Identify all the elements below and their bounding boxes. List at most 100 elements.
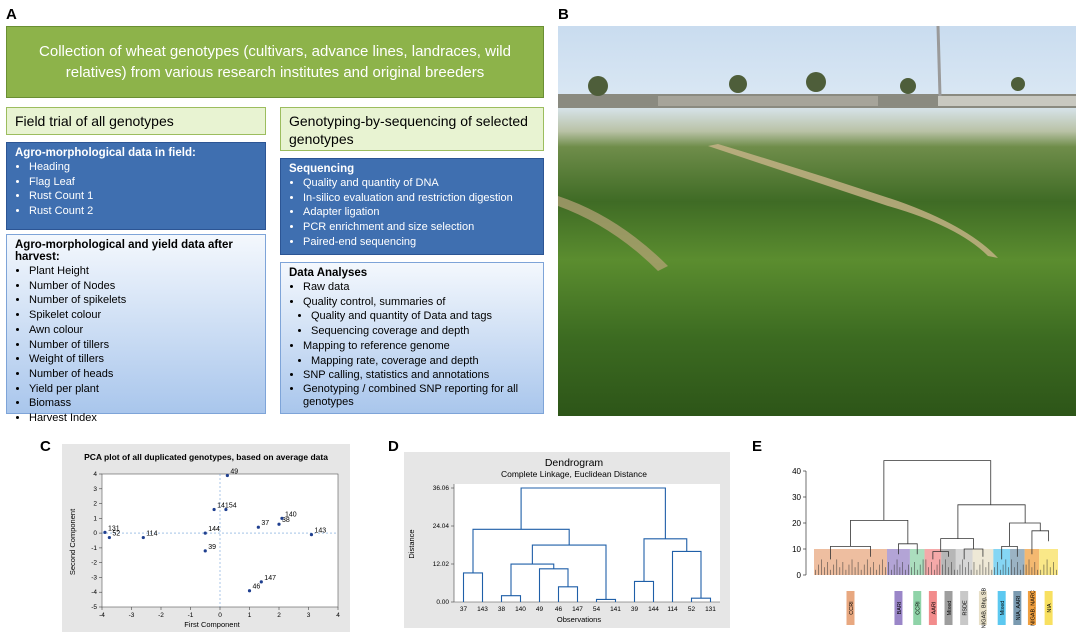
dendrogram-link [1009, 522, 1041, 547]
y-tick-label: 24.04 [433, 523, 450, 530]
list-item: In-silico evaluation and restriction dig… [303, 191, 535, 206]
list-item: Raw data [303, 280, 535, 295]
dendrogram-link [472, 528, 570, 573]
pca-title: PCA plot of all duplicated genotypes, ba… [84, 452, 328, 462]
x-tick-label: -2 [158, 612, 164, 619]
sequencing-header: Sequencing [289, 163, 355, 175]
field-photo-illustration [558, 26, 1076, 271]
list-item: Number of spikelets [29, 293, 257, 308]
group-tag-label: Mixed [947, 601, 953, 616]
pca-point [256, 525, 260, 529]
group-band [814, 549, 887, 575]
pca-point-label: 46 [253, 584, 261, 591]
list-item: Adapter ligation [303, 205, 535, 220]
dendrogram-d-plot-area [454, 484, 720, 602]
group-band [1024, 549, 1040, 575]
group-band [886, 549, 910, 575]
list-item: Rust Count 2 [29, 204, 257, 219]
pca-point [225, 473, 229, 478]
list-item: Rust Count 1 [29, 189, 257, 204]
pca-panel: PCA plot of all duplicated genotypes, ba… [62, 444, 350, 632]
group-tag [1044, 591, 1053, 625]
list-item: Mapping to reference genome [303, 339, 535, 354]
group-band [941, 549, 956, 575]
dendrogram-link [940, 538, 974, 552]
group-tag [1013, 591, 1022, 625]
panel-label-a: A [6, 6, 17, 23]
dendrogram-d-chart: Dendrogram Complete Linkage, Euclidean D… [407, 457, 720, 624]
pca-point [203, 549, 207, 553]
dendrogram-link [520, 487, 666, 539]
group-band [909, 549, 925, 575]
pca-point-label: 147 [264, 575, 276, 582]
x-tick-label: 3 [307, 612, 311, 619]
list-item: PCR enrichment and size selection [303, 220, 535, 235]
group-tag-label: BARI [897, 601, 903, 614]
dendrogram-d-panel: Dendrogram Complete Linkage, Euclidean D… [404, 452, 730, 628]
pca-plot-area [101, 473, 339, 608]
list-item: Number of heads [29, 367, 257, 382]
y-tick-label: 2 [93, 501, 97, 508]
list-item: Yield per plant [29, 382, 257, 397]
y-tick-label: 40 [792, 467, 801, 476]
dendrogram-link [1001, 546, 1018, 560]
pca-point [141, 535, 145, 540]
analyses-header: Data Analyses [289, 267, 368, 279]
x-tick-label: 4 [336, 612, 340, 619]
pca-point-label: 114 [146, 531, 157, 538]
y-tick-label: 4 [93, 471, 97, 478]
y-tick-label: 12.02 [433, 561, 450, 568]
y-tick-label: -5 [91, 604, 97, 611]
field-trial-heading: Field trial of all genotypes [6, 107, 266, 135]
dendrogram-link [595, 598, 617, 602]
list-item: Paired-end sequencing [303, 235, 535, 250]
pca-point [277, 522, 281, 526]
pca-point [247, 589, 252, 593]
pca-point-label: 52 [112, 531, 120, 538]
leaf-label: 114 [667, 606, 678, 613]
list-item: Number of Nodes [29, 279, 257, 294]
panel-label-b: B [558, 6, 569, 23]
x-tick-label: -4 [99, 612, 105, 619]
leaf-label: 131 [705, 606, 716, 613]
list-item: Biomass [29, 396, 257, 411]
leaf-label: 141 [610, 606, 621, 613]
pca-point [224, 507, 228, 512]
leaf-label: 143 [477, 606, 488, 613]
y-tick-label: 3 [93, 486, 97, 493]
y-tick-label: 0 [797, 571, 802, 580]
y-tick-label: 36.06 [433, 485, 450, 492]
gbs-heading: Genotyping-by-sequencing of selected gen… [280, 107, 544, 151]
leaf-label: 38 [498, 606, 506, 613]
dendrogram-d-ylabel: Distance [407, 529, 416, 558]
leaf-label: 54 [593, 606, 601, 613]
group-tag [846, 591, 855, 625]
leaf-label: 49 [536, 606, 544, 613]
dendrogram-d-xlabel: Observations [557, 615, 601, 624]
leaf-label: 140 [515, 606, 526, 613]
list-item: Quality control, summaries of [303, 295, 535, 310]
pca-point-label: 49 [230, 468, 238, 475]
pca-point-label: 144 [208, 526, 220, 533]
analyses-box: Data Analyses Raw data Quality control, … [280, 262, 544, 414]
leaf-label: 144 [648, 606, 659, 613]
leaf-label: 52 [688, 606, 696, 613]
y-tick-label: 0 [93, 530, 97, 537]
leaf-label: 147 [572, 606, 583, 613]
x-tick-label: -1 [188, 612, 194, 619]
group-tag-label: AARI [931, 601, 937, 614]
pca-point [212, 507, 216, 512]
group-tag-label: RSDE [963, 600, 969, 616]
group-tag [960, 591, 969, 625]
list-item: Harvest Index [29, 411, 257, 426]
pca-point [103, 530, 107, 534]
group-tag [997, 591, 1006, 625]
list-item: Flag Leaf [29, 175, 257, 190]
pca-point [259, 580, 263, 584]
panel-label-c: C [40, 438, 51, 455]
pca-point-label: 141 [217, 502, 229, 509]
y-tick-label: -4 [91, 589, 97, 596]
group-tag-label: NIA, AARI [1016, 595, 1022, 620]
